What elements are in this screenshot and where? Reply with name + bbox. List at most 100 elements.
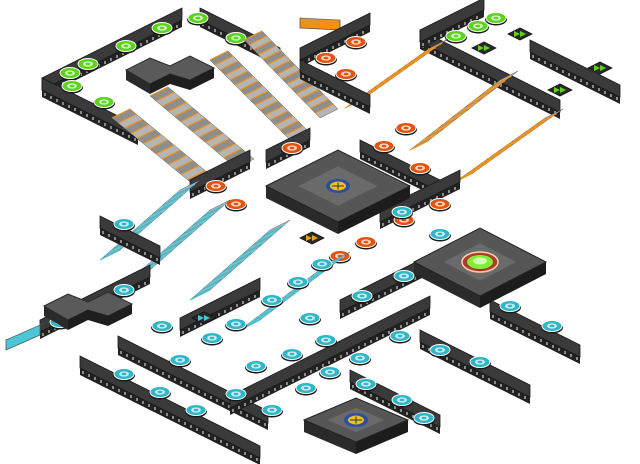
cyan-pad[interactable]	[319, 366, 341, 380]
cyan-pad[interactable]	[201, 332, 223, 346]
cyan-track-inner-stud	[188, 328, 190, 331]
cyan-pad[interactable]	[185, 404, 207, 418]
orange-pad[interactable]	[315, 52, 337, 66]
cyan-pad[interactable]	[225, 388, 247, 402]
cyan-pad[interactable]	[245, 360, 267, 374]
cyan-pad-dot	[357, 356, 363, 360]
green-pad[interactable]	[467, 20, 489, 34]
orange-track-mid-stud	[344, 96, 346, 99]
cyan-arrow-pad[interactable]	[191, 311, 217, 325]
orange-stairs-a-edge	[284, 125, 304, 136]
cyan-track-bottom-right-stud	[400, 409, 402, 412]
orange-pad[interactable]	[429, 198, 451, 212]
orange-pad[interactable]	[335, 68, 357, 82]
cyan-pad[interactable]	[295, 382, 317, 396]
cyan-pad[interactable]	[349, 352, 371, 366]
cyan-pad[interactable]	[499, 300, 521, 314]
orange-exit[interactable]	[299, 15, 346, 31]
cyan-pad[interactable]	[469, 356, 491, 370]
cyan-stairs-b-edge	[184, 221, 206, 233]
green-track-top-stud	[140, 43, 142, 46]
cyan-pad[interactable]	[261, 404, 283, 418]
cyan-pad[interactable]	[113, 218, 135, 232]
orange-stairs-f-edge	[486, 80, 506, 91]
cyan-pad[interactable]	[287, 276, 309, 290]
cyan-pad[interactable]	[393, 270, 415, 284]
cyan-pad[interactable]	[389, 330, 411, 344]
cyan-pad[interactable]	[429, 228, 451, 242]
green-arrow-pad[interactable]	[507, 27, 533, 41]
cyan-track-right-branch-stud	[354, 307, 356, 310]
orange-stairs-f-edge	[429, 125, 448, 136]
cyan-pad[interactable]	[113, 284, 135, 298]
green-pad[interactable]	[77, 58, 99, 72]
cyan-pad[interactable]	[261, 294, 283, 308]
orange-track-mid-top	[299, 59, 371, 108]
green-track-right-top-stud	[422, 43, 424, 46]
goal-platform	[412, 227, 548, 308]
orange-stairs-d-edge	[198, 127, 218, 138]
green-pad[interactable]	[485, 12, 507, 26]
cyan-track-bottom-right-stud	[382, 400, 384, 403]
cyan-pad[interactable]	[225, 318, 247, 332]
orange-arrow-pad[interactable]	[299, 231, 325, 245]
green-track-left-stud	[80, 111, 82, 114]
orange-pad[interactable]	[281, 142, 303, 156]
cyan-track-goal-arm-stud	[558, 348, 560, 351]
cyan-pad[interactable]	[149, 386, 171, 400]
orange-pad[interactable]	[409, 162, 431, 176]
orange-pad[interactable]	[345, 36, 367, 50]
orange-pad[interactable]	[355, 236, 377, 250]
orange-stairs-e-edge	[423, 42, 443, 53]
cyan-track-bottom-stud	[94, 377, 96, 380]
cyan-pad[interactable]	[413, 412, 435, 426]
cyan-pad[interactable]	[429, 344, 451, 358]
green-arrow-pad[interactable]	[587, 61, 613, 75]
orange-stairs-g-edge	[467, 163, 487, 174]
orange-track-top-stud	[356, 34, 358, 37]
orange-pad[interactable]	[395, 122, 417, 136]
green-track-left-stud	[86, 114, 88, 117]
orange-stairs-e-edge	[399, 59, 418, 70]
cyan-stairs-c	[189, 219, 291, 301]
green-pad[interactable]	[59, 67, 81, 81]
orange-track-left-stud	[286, 154, 288, 157]
green-pad[interactable]	[225, 32, 247, 46]
cyan-pad[interactable]	[315, 334, 337, 348]
cyan-stairs-a-edge	[104, 245, 126, 257]
cyan-track-inner-stud	[248, 298, 250, 301]
cyan-track-left-stud	[138, 285, 140, 288]
cyan-pad-dot	[193, 408, 199, 412]
cyan-exit[interactable]	[5, 322, 46, 351]
cyan-stairs-a-edge	[149, 205, 171, 217]
cyan-pad[interactable]	[391, 206, 413, 220]
green-pad[interactable]	[93, 96, 115, 110]
orange-pad[interactable]	[205, 180, 227, 194]
cyan-pad[interactable]	[351, 290, 373, 304]
orange-stairs-g-edge	[525, 122, 544, 133]
cyan-pad-dot	[327, 370, 333, 374]
green-pad[interactable]	[151, 22, 173, 36]
green-arrow-pad[interactable]	[471, 41, 497, 55]
orange-pad[interactable]	[225, 198, 247, 212]
cyan-pad[interactable]	[355, 378, 377, 392]
green-pad-dot	[123, 44, 129, 48]
cyan-pad[interactable]	[311, 258, 333, 272]
cyan-pad[interactable]	[299, 312, 321, 326]
cyan-pad[interactable]	[281, 348, 303, 362]
top-left-x-platform-front	[150, 68, 214, 94]
cyan-pad[interactable]	[113, 368, 135, 382]
cyan-pad[interactable]	[151, 320, 173, 334]
green-arrow-pad[interactable]	[547, 83, 573, 97]
cyan-pad[interactable]	[169, 354, 191, 368]
green-pad[interactable]	[61, 80, 83, 94]
green-pad[interactable]	[187, 12, 209, 26]
green-pad[interactable]	[445, 30, 467, 44]
orange-track-bottom-right-stud	[412, 208, 414, 211]
cyan-pad[interactable]	[391, 394, 413, 408]
orange-stairs-b-edge	[295, 84, 315, 95]
orange-pad[interactable]	[373, 140, 395, 154]
orange-stairs-f	[409, 70, 519, 151]
green-pad[interactable]	[115, 40, 137, 54]
cyan-pad[interactable]	[541, 320, 563, 334]
